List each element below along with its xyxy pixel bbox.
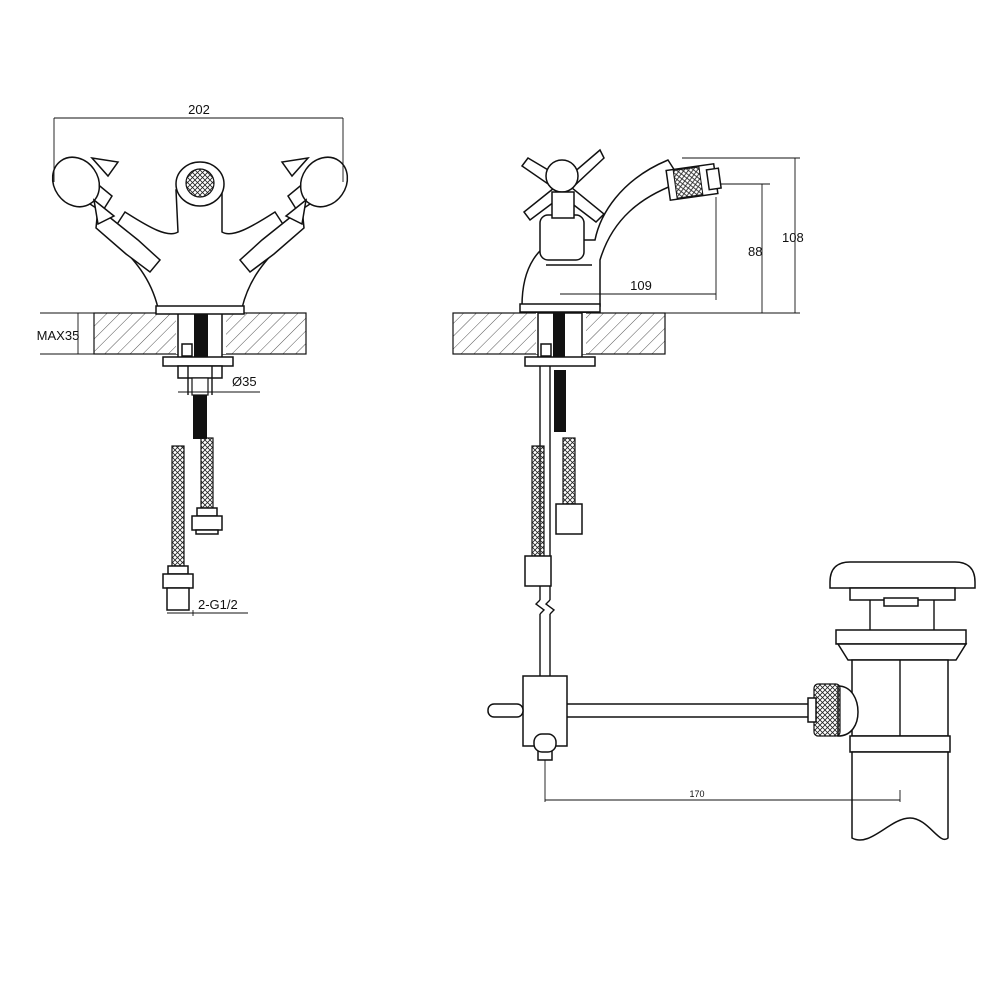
max-thickness-dimension: MAX35	[37, 328, 80, 343]
side-dimensions: 108 88 109 170	[544, 157, 901, 802]
side-hoses	[524, 437, 583, 587]
total-height-dimension: 108	[782, 230, 804, 245]
aerator-icon	[185, 168, 215, 198]
hole-diameter-dimension: Ø35	[232, 374, 257, 389]
spray-nozzle-icon	[665, 162, 722, 202]
pop-up-rod	[487, 599, 810, 761]
front-hoses	[162, 437, 223, 611]
front-view: 202 MAX35 Ø35 2-G1/2	[37, 102, 349, 616]
spray-height-dimension: 88	[748, 244, 762, 259]
width-dimension: 202	[188, 102, 210, 117]
side-tap-body	[519, 159, 684, 313]
waste-offset-dimension: 170	[689, 789, 704, 799]
side-view: 108 88 109 170	[452, 148, 976, 841]
pop-up-waste	[807, 561, 976, 841]
front-tap-body	[109, 161, 291, 315]
front-dimensions: 202 MAX35 Ø35 2-G1/2	[37, 102, 344, 616]
front-left-handle	[51, 156, 162, 274]
side-cross-handle	[520, 148, 606, 223]
reach-dimension: 109	[630, 278, 652, 293]
inlet-thread-dimension: 2-G1/2	[198, 597, 238, 612]
front-right-handle	[238, 156, 349, 274]
